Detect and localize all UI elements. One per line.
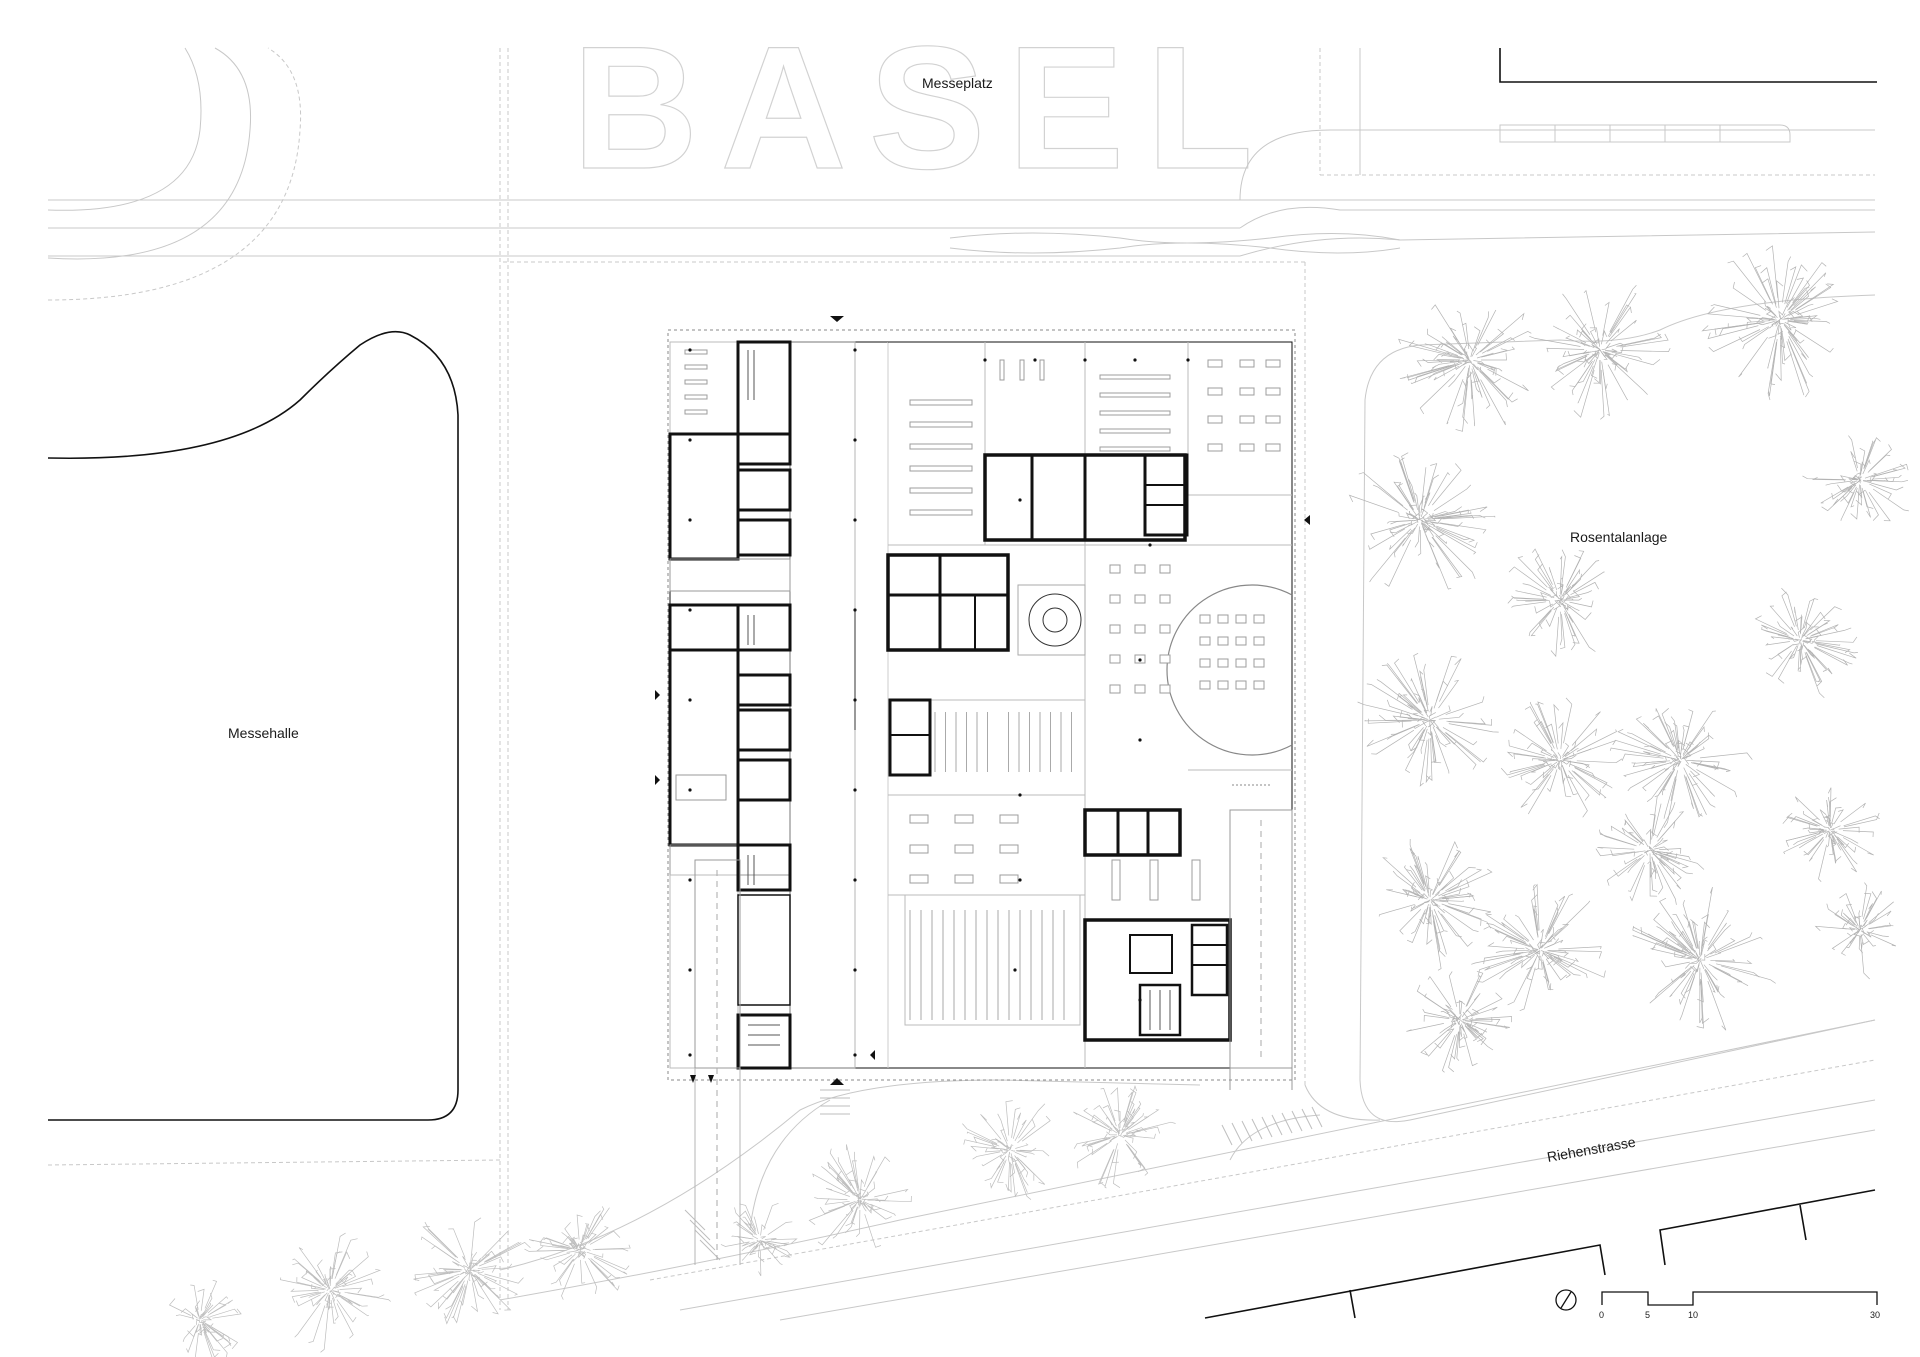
label-riehenstrasse: Riehenstrasse (1546, 1134, 1637, 1165)
tree-canopy (1500, 697, 1623, 818)
tree-canopy (1357, 652, 1499, 787)
context-arcs-top-left (47, 47, 302, 301)
context-building-top-right (1359, 48, 1877, 175)
tree-canopy (808, 1144, 912, 1248)
messeplatz-road-lines (48, 48, 1876, 257)
central-wing (886, 341, 1293, 1090)
seating-rows-bottom (909, 910, 1065, 1020)
tree-canopy (1632, 886, 1776, 1031)
left-wing-rooms (668, 340, 792, 1265)
tree-canopy (1609, 708, 1753, 828)
label-messeplatz: Messeplatz (922, 75, 993, 91)
scale-bar: 0 5 10 30 (1599, 1291, 1880, 1320)
riehenstrasse-road (499, 1019, 1876, 1321)
seating-rows-middle (934, 712, 1072, 772)
tree-canopy (1406, 970, 1512, 1073)
tree-canopy (1398, 304, 1532, 432)
basel-ground-lettering: BASEL (571, 10, 1275, 206)
tree-canopy (1754, 587, 1858, 698)
tree-canopy (1814, 882, 1897, 980)
tree-canopy (413, 1217, 531, 1325)
tree-canopy (1802, 435, 1909, 522)
basel-lettering-text: BASEL (572, 11, 1275, 206)
scale-tick-30: 30 (1870, 1310, 1880, 1320)
tree-canopy (279, 1232, 391, 1353)
tree-canopy (1073, 1084, 1176, 1189)
tree-canopy (168, 1279, 242, 1357)
tree-canopy (1701, 245, 1839, 401)
furniture (684, 349, 1281, 901)
site-boundaries (47, 48, 1306, 1310)
school-building-plan (655, 316, 1310, 1265)
messehalle-building (47, 330, 459, 1121)
tree-canopy (1507, 548, 1605, 658)
scale-tick-0: 0 (1599, 1310, 1604, 1320)
tree-canopy (962, 1100, 1051, 1200)
tree-canopy (720, 1202, 798, 1277)
tree-canopy (1782, 787, 1880, 883)
structural-columns (688, 348, 1190, 1057)
north-arrow-icon (1555, 1289, 1577, 1311)
street-trees (168, 1084, 1176, 1357)
tree-canopy (1595, 795, 1705, 905)
label-rosentalanlage: Rosentalanlage (1570, 529, 1668, 545)
park-trees (1348, 245, 1909, 1073)
crosswalks (684, 1089, 1323, 1261)
tree-canopy (1471, 883, 1606, 1012)
tree-canopy (1348, 452, 1496, 590)
tree-canopy (1378, 838, 1493, 971)
context-buildings-bottom-right (1204, 1189, 1876, 1319)
label-messehalle: Messehalle (228, 725, 299, 741)
scale-tick-5: 5 (1645, 1310, 1650, 1320)
tree-canopy (1529, 285, 1671, 420)
rosentalanlage-park-paths (1304, 294, 1876, 1123)
entrance-triangle-icon (655, 316, 1310, 1085)
tree-canopy (524, 1206, 631, 1300)
scale-tick-10: 10 (1688, 1310, 1698, 1320)
